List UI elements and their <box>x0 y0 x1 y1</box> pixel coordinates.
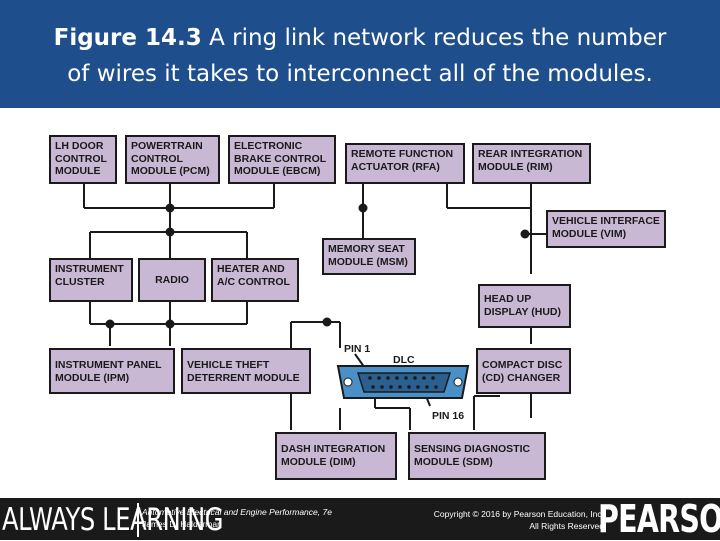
junction-dot <box>105 319 115 329</box>
junction-dot <box>322 317 332 327</box>
module-msm: MEMORY SEAT MODULE (MSM) <box>322 238 416 275</box>
module-rfa: REMOTE FUNCTION ACTUATOR (RFA) <box>345 143 465 184</box>
module-ipm: INSTRUMENT PANEL MODULE (IPM) <box>49 348 175 394</box>
footer-divider <box>137 503 139 537</box>
module-lh-door: LH DOOR CONTROL MODULE <box>49 135 117 184</box>
copyright-notice: Copyright © 2016 by Pearson Education, I… <box>380 508 604 532</box>
figure-label: Figure 14.3 <box>53 25 202 51</box>
pearson-logo: PEARSON <box>598 497 720 541</box>
module-hud: HEAD UP DISPLAY (HUD) <box>478 284 571 328</box>
copyright-line-2: All Rights Reserved <box>529 521 604 531</box>
caption-text-1: A ring link network reduces the number <box>209 25 667 51</box>
module-vtd: VEHICLE THEFT DETERRENT MODULE <box>181 348 311 394</box>
slide-header: Figure 14.3 A ring link network reduces … <box>0 0 720 108</box>
dlc-connector <box>336 365 470 399</box>
book-title: Automotive Electrical and Engine Perform… <box>142 507 332 517</box>
always-learning-logo: ALWAYS LEARNING <box>2 502 224 538</box>
dlc-label: DLC <box>393 354 415 366</box>
pin16-label: PIN 16 <box>432 410 464 422</box>
module-pcm: POWERTRAIN CONTROL MODULE (PCM) <box>125 135 220 184</box>
junction-dot <box>358 203 368 213</box>
caption-line-2: of wires it takes to interconnect all of… <box>67 61 653 87</box>
copyright-line-1: Copyright © 2016 by Pearson Education, I… <box>433 509 604 519</box>
slide-footer <box>0 498 720 540</box>
module-rim: REAR INTEGRATION MODULE (RIM) <box>472 143 591 184</box>
book-author: James D. Halderman <box>142 519 222 529</box>
module-hvac: HEATER AND A/C CONTROL <box>211 258 299 302</box>
junction-dot <box>165 227 175 237</box>
module-cd-changer: COMPACT DISC (CD) CHANGER <box>476 348 571 394</box>
junction-dot <box>520 229 530 239</box>
junction-dot <box>165 203 175 213</box>
module-vim: VEHICLE INTERFACE MODULE (VIM) <box>546 210 666 248</box>
module-instrument-cluster: INSTRUMENT CLUSTER <box>49 258 133 302</box>
module-radio: RADIO <box>138 258 206 302</box>
module-ebcm: ELECTRONIC BRAKE CONTROL MODULE (EBCM) <box>228 135 336 184</box>
caption-line-1: Figure 14.3 A ring link network reduces … <box>0 24 720 52</box>
module-sdm: SENSING DIAGNOSTIC MODULE (SDM) <box>408 432 546 480</box>
pin1-label: PIN 1 <box>344 343 370 355</box>
junction-dot <box>165 319 175 329</box>
ring-network-diagram: PIN 1 DLC PIN 16 LH DOOR CONTROL MODULE … <box>0 108 720 498</box>
wiring-lines: PIN 1 DLC PIN 16 <box>83 184 546 430</box>
module-dim: DASH INTEGRATION MODULE (DIM) <box>275 432 397 480</box>
